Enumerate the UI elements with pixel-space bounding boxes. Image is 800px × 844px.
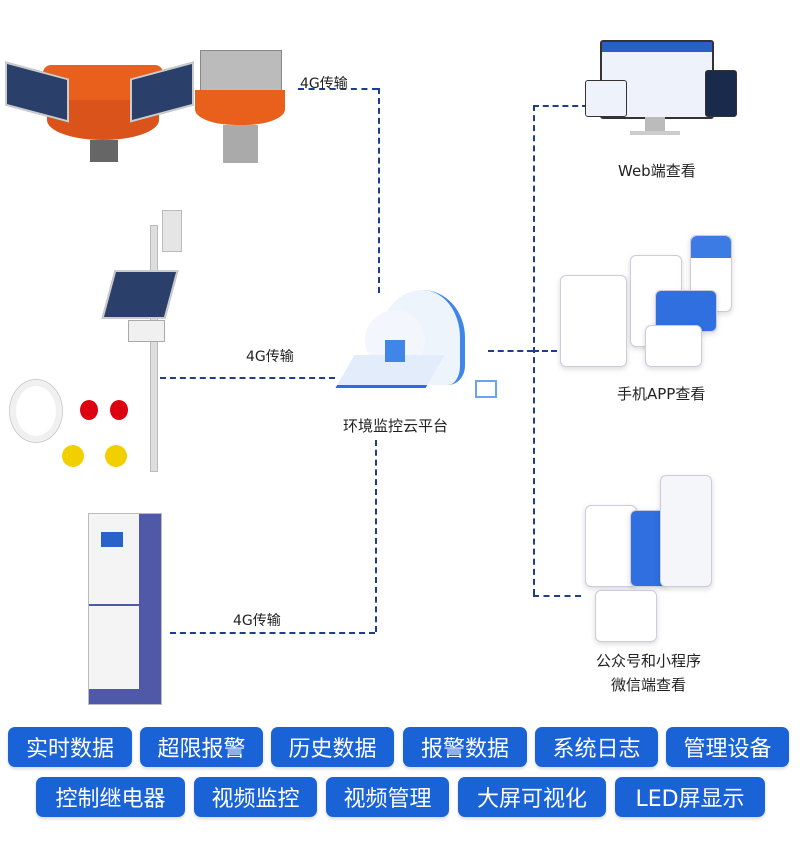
feature-relay-control-button[interactable]: 控制继电器 [36,777,185,817]
feature-video-monitor-button[interactable]: 视频监控 [194,777,317,817]
link-line-middle [160,377,335,379]
link-line-app [533,350,575,352]
link-label-bottom: 4G传输 [233,613,281,629]
link-line-bottom [170,632,375,634]
feature-led-display-button[interactable]: LED屏显示 [615,777,765,817]
web-client-label: Web端查看 [618,162,696,180]
link-line-top-v [378,88,380,293]
feature-over-limit-alarm-button[interactable]: 超限报警 [140,727,263,767]
app-client-phones [560,235,750,370]
buoy-device-large [5,45,194,165]
wechat-client-phones [580,475,730,645]
feature-alarm-data-button[interactable]: 报警数据 [403,727,527,767]
feature-system-log-button[interactable]: 系统日志 [535,727,658,767]
link-line-top [298,88,378,90]
weather-station-device [0,205,200,475]
link-line-wechat [533,595,581,597]
web-client-screens [585,35,745,155]
platform-label: 环境监控云平台 [343,417,449,435]
buoy-device-small [195,50,290,165]
wechat-client-label-1: 公众号和小程序 [596,652,702,670]
feature-manage-devices-button[interactable]: 管理设备 [666,727,789,767]
link-line-bottom-v [375,440,377,632]
monitoring-cabinet-device [88,513,162,705]
link-label-top: 4G传输 [300,76,348,92]
feature-realtime-data-button[interactable]: 实时数据 [8,727,132,767]
link-line-web [533,105,588,107]
link-label-middle: 4G传输 [246,349,294,365]
app-client-label: 手机APP查看 [617,385,706,403]
cloud-platform-icon [335,280,497,415]
feature-history-data-button[interactable]: 历史数据 [271,727,394,767]
feature-video-manage-button[interactable]: 视频管理 [326,777,449,817]
feature-big-screen-button[interactable]: 大屏可视化 [458,777,606,817]
link-line-platform-out [488,350,533,352]
wechat-client-label-2: 微信端查看 [611,676,687,694]
